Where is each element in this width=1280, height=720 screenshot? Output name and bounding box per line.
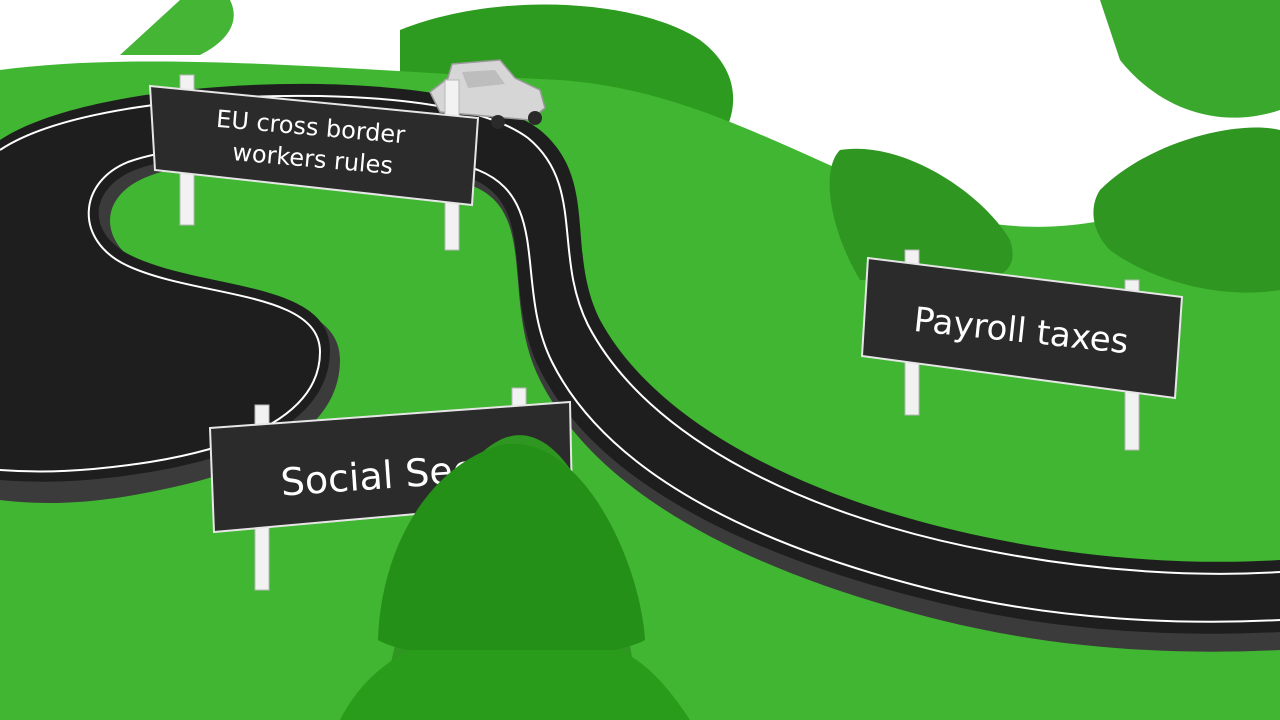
road [0,83,1280,634]
tree-top [378,443,645,659]
sign-payroll-taxes: Payroll taxes [860,249,1184,451]
sign-eu-cross-border: EU cross border workers rules [148,74,480,251]
sign-board [860,256,1184,400]
background-hill-top-left [120,0,234,55]
sign-board [148,84,480,207]
foreground-tree [340,435,690,720]
background-hill-top-right [1100,0,1280,118]
tree-bottom [340,650,690,720]
hill-right-small [829,148,1013,280]
hill-right-large [1093,127,1280,293]
